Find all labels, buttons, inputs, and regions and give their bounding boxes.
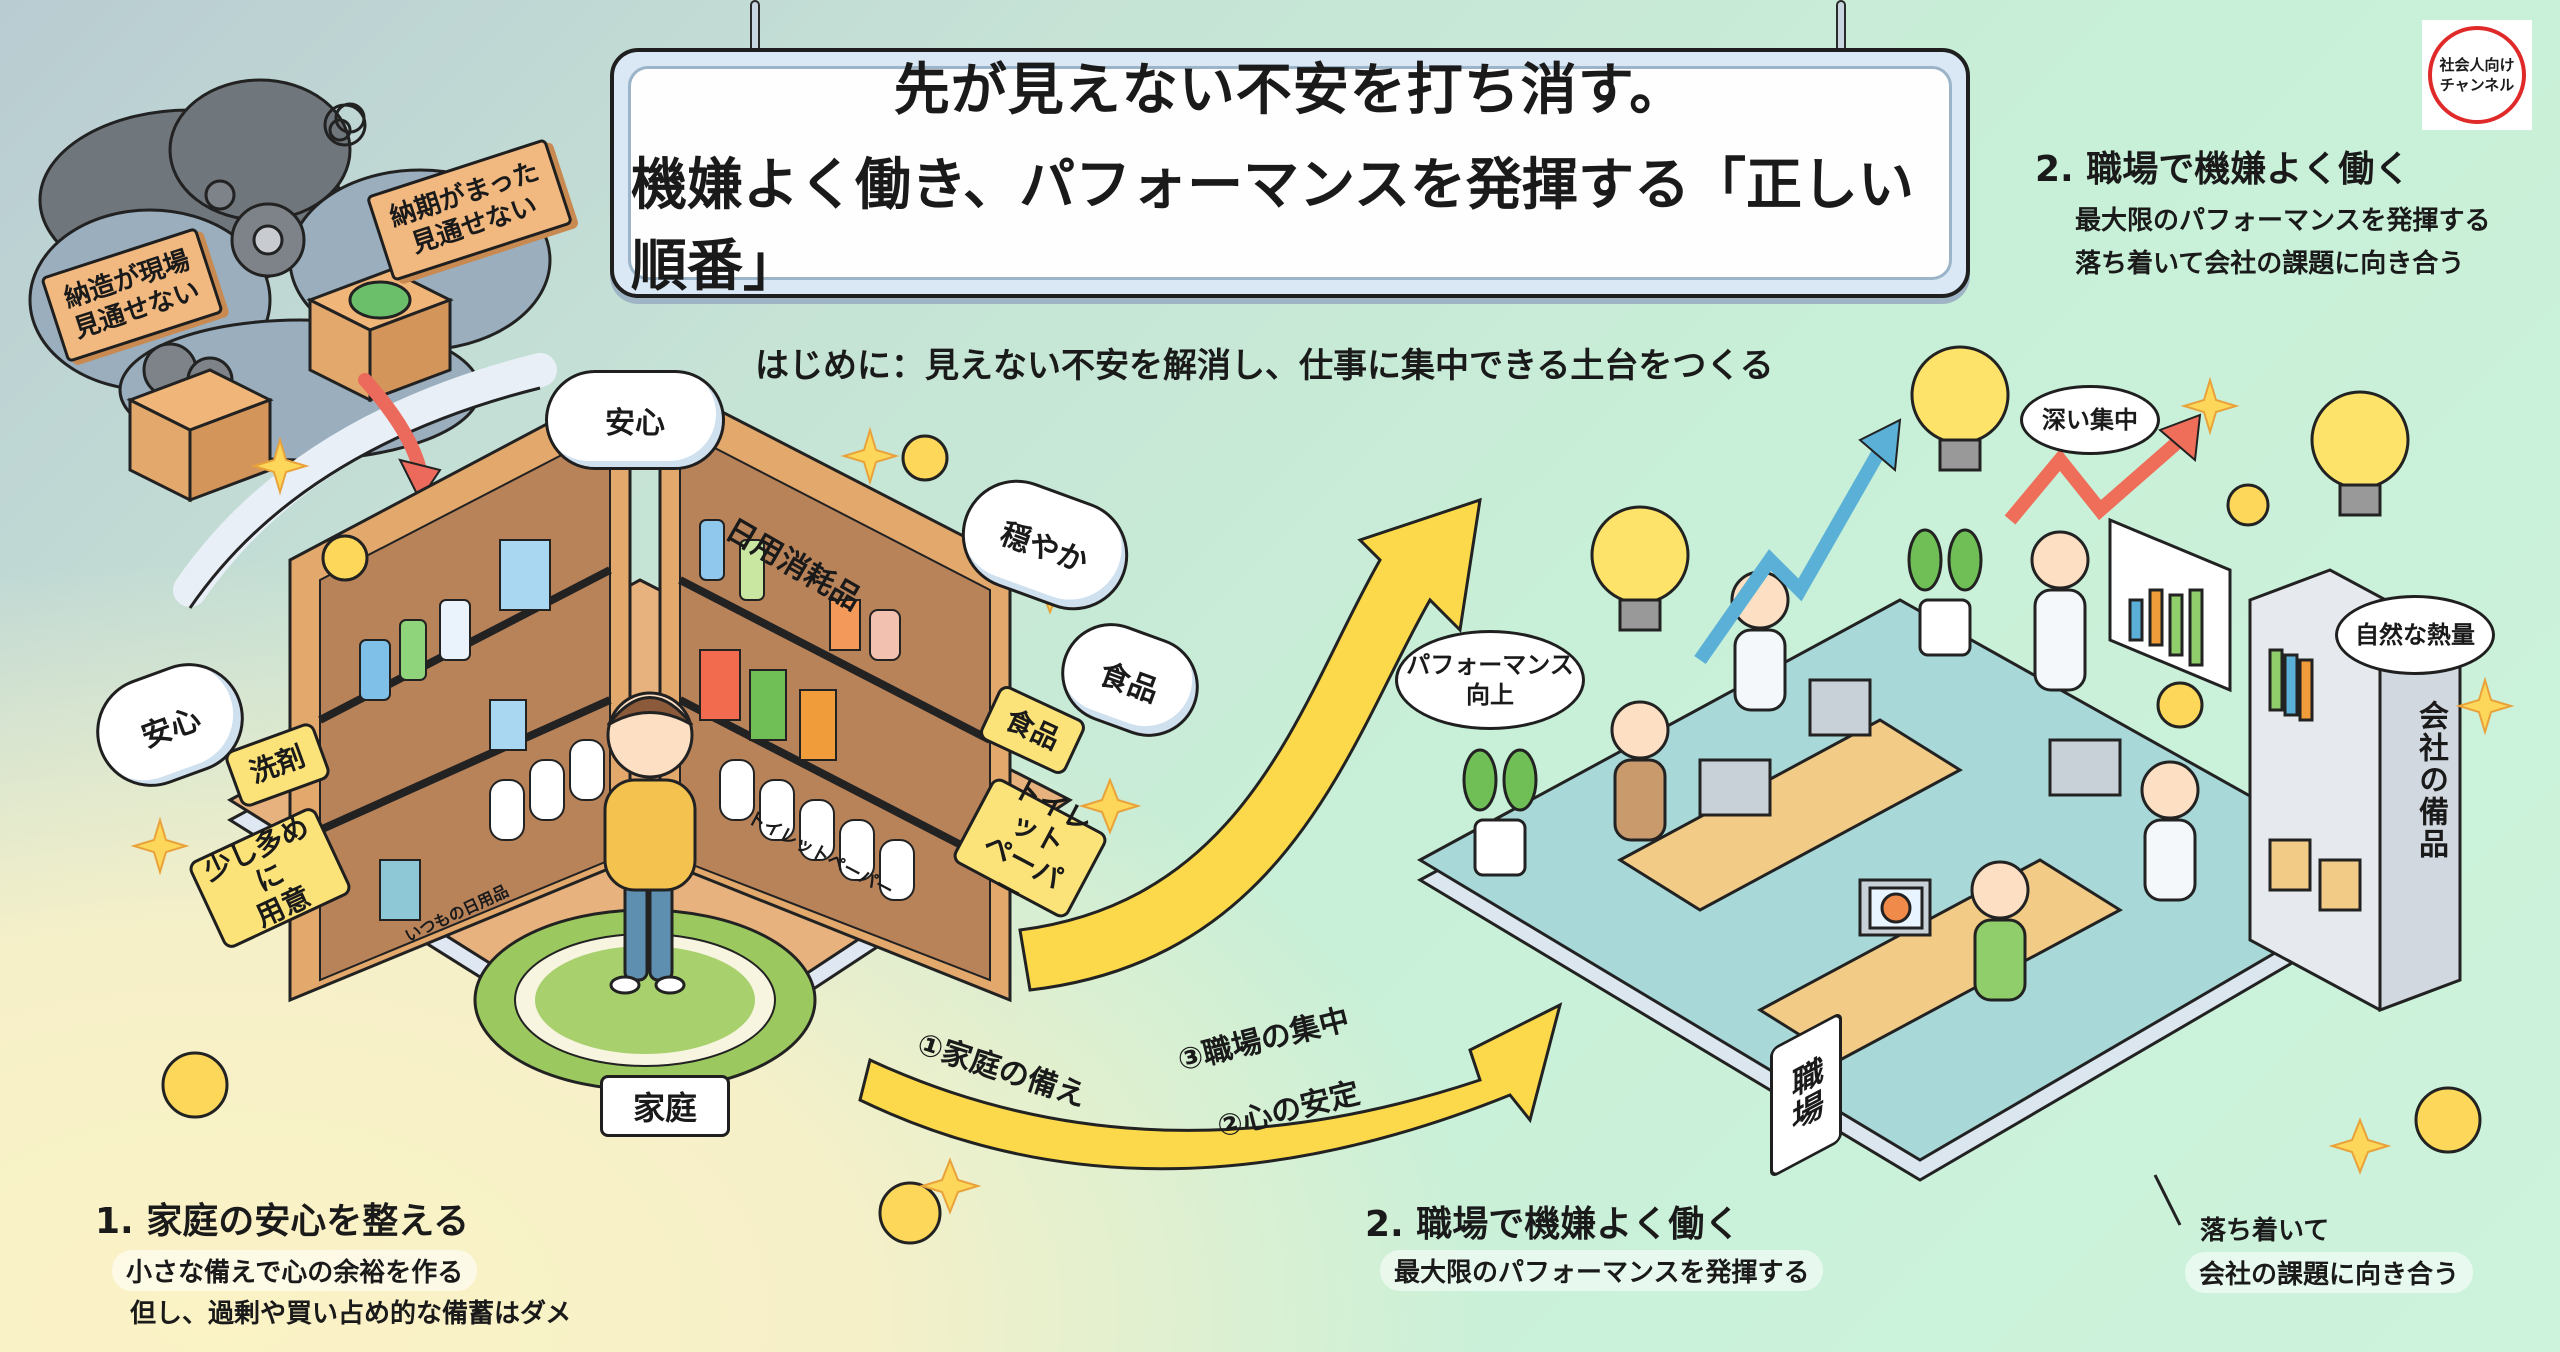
- person-home-icon: [603, 691, 697, 995]
- bar-chart-board-icon: [2108, 517, 2232, 693]
- red-growth-arrow: [2004, 434, 2185, 525]
- bottom-left-heading: 1. 家庭の安心を整える: [95, 1201, 470, 1242]
- flow-arrow-band: [858, 1002, 1563, 1171]
- bottom-center-line-1: 最大限のパフォーマンスを発揮する: [1380, 1250, 1824, 1291]
- bottom-center-heading: 2. 職場で機嫌よく働く: [1365, 1204, 1741, 1245]
- cabinet-label: 会社の備品: [2413, 700, 2448, 860]
- intro-subtitle: はじめに：見えない不安を解消し、仕事に集中できる土台をつくる: [755, 346, 1774, 386]
- plant-icon: [1462, 528, 1983, 877]
- bottom-right-line-2: 会社の課題に向き合う: [2185, 1252, 2474, 1293]
- bottom-right-line-1: 落ち着いて: [2200, 1216, 2330, 1246]
- red-arrow-icon: [358, 373, 427, 477]
- floor-label-home: 家庭: [600, 1075, 730, 1137]
- bottom-left-line-1: 小さな備えで心の余裕を作る: [112, 1250, 478, 1291]
- bubble-performance-up: パフォーマンス 向上: [1395, 630, 1585, 730]
- cloud-anshin-top: 安心: [545, 370, 725, 470]
- transition-band: [173, 353, 557, 607]
- top-right-heading: 2. 職場で機嫌よく働く: [2035, 149, 2411, 190]
- bubble-natural-energy: 自然な熱量: [2335, 595, 2495, 675]
- bottom-left-line-2: 但し、過剰や買い占め的な備蓄はダメ: [130, 1299, 572, 1329]
- logo-ring-icon: 社会人向け チャンネル: [2428, 26, 2526, 124]
- blue-growth-arrow: [1694, 446, 1887, 665]
- title-line-2: 機嫌よく働き、パフォーマンスを発揮する「正しい順番」: [631, 152, 1914, 299]
- company-cabinet: [2248, 568, 2462, 1013]
- light-bulb-icon: [1590, 345, 2410, 632]
- logo-line-2: チャンネル: [2439, 76, 2515, 94]
- bubble-deep-focus: 深い集中: [2020, 385, 2160, 455]
- logo-line-1: 社会人向け: [2439, 56, 2515, 74]
- channel-logo: 社会人向け チャンネル: [2422, 20, 2532, 130]
- yellow-growth-arrow: [1018, 497, 1482, 992]
- leader-line: [2153, 1174, 2182, 1226]
- title-sign: 先が見えない不安を打ち消す。 機嫌よく働き、パフォーマンスを発揮する「正しい順番…: [610, 48, 1970, 299]
- smiley-icon: [161, 434, 2482, 1245]
- shelf-right: [489, 377, 1012, 1003]
- office-desk-icon: [1617, 678, 2123, 1062]
- top-right-line-1: 最大限のパフォーマンスを発揮する: [2075, 206, 2491, 236]
- top-right-line-2: 落ち着いて会社の課題に向き合う: [2075, 249, 2465, 279]
- title-line-1: 先が見えない不安を打ち消す。: [893, 57, 1687, 123]
- anxiety-scribble-icon: [323, 102, 367, 147]
- shelf-left: [288, 377, 632, 1003]
